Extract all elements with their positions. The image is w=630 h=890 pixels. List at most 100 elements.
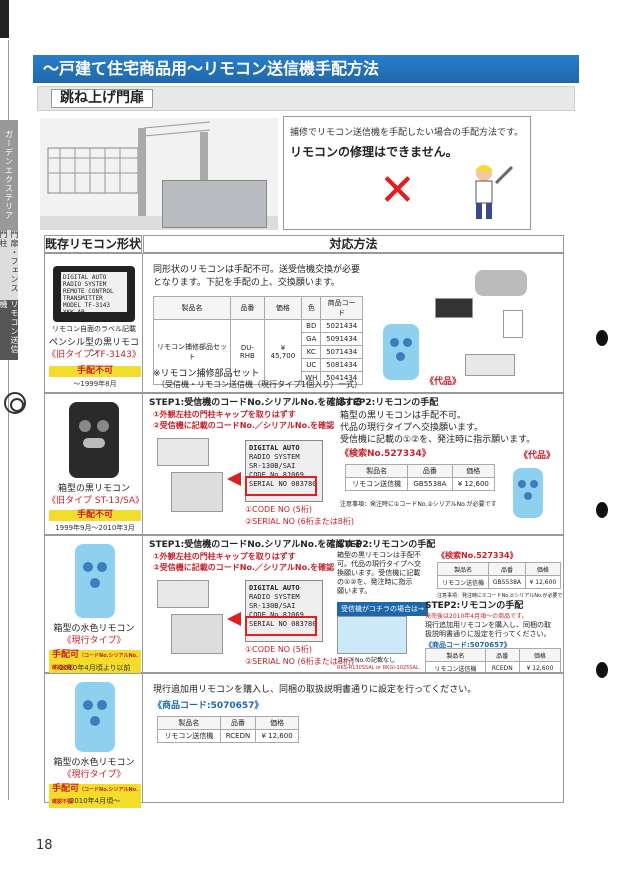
highlight-box: [245, 616, 317, 636]
step2-text: 可。代品の現行タイプへ交: [337, 560, 421, 568]
pencil-remote-image: DIGITAL AUTO RADIO SYSTEM REMOTE CONTROL…: [53, 266, 135, 322]
note: 注意事項：発注時に①コードNo.②シリアルNo.が必要です: [340, 501, 497, 508]
label-caption: リモコン自面のラベル記載: [52, 325, 136, 333]
remote-name: 箱型の黒リモコン: [57, 484, 130, 494]
remote-cell: DIGITAL AUTO RADIO SYSTEM REMOTE CONTROL…: [45, 254, 143, 392]
column-header-remote: 既存リモコン形状: [44, 235, 142, 253]
sheet-image: [503, 310, 523, 338]
cover-plate-image: [465, 354, 515, 376]
page-number: 18: [36, 838, 53, 853]
remote-name: ペンシル型の黒リモコン: [48, 338, 139, 359]
description: となります。下記を手配の上、交換願います。: [153, 278, 340, 288]
note: ※リモコン捕修部品セット: [153, 369, 260, 379]
side-tab-gate[interactable]: 門扉・フェンス門柱: [0, 230, 19, 300]
section-title: 跳ね上げ門扉: [51, 89, 153, 108]
old-receiver-image: [337, 616, 407, 654]
serial-no-label: ②SERIAL NO (6桁または8桁): [245, 517, 354, 526]
current-remote-image: [513, 468, 543, 518]
step2-text: 箱型の黒リモコンは手配不可。: [340, 411, 467, 421]
period: 2010年4月頃～: [69, 797, 121, 805]
remote-name: 箱型の水色リモコン: [53, 624, 135, 634]
remote-name: 箱型の水色リモコン: [53, 758, 135, 768]
search-number: 《検索No.527334》: [437, 551, 518, 560]
step2b-text: 扱説明書通りに設定を行ってください。: [425, 630, 551, 638]
remote-type: 《現行タイプ》: [62, 770, 126, 780]
side-tab-garden[interactable]: ガーデンエクステリア: [0, 120, 18, 230]
remote-label: DIGITAL AUTO RADIO SYSTEM REMOTE CONTROL…: [61, 272, 127, 316]
remote-cell: 箱型の水色リモコン 《現行タイプ》 手配可（コードNo.シリアルNo.確認不要）…: [45, 674, 143, 808]
note: （受信機・リモコン送信機（現行タイプ1個入り）一式）: [157, 380, 363, 389]
old-remote-image: [475, 270, 527, 296]
arrow-icon: [227, 612, 241, 626]
description: 同形状のリモコンは手配不可。送受信機交換が必要: [153, 265, 361, 275]
worker-icon: [475, 165, 514, 219]
blue-box-remote-image: [75, 544, 115, 618]
receiver-sticker: DIGITAL AUTO RADIO SYSTEM SR-130B/SAI CO…: [245, 580, 323, 642]
receiver-sticker: DIGITAL AUTO RADIO SYSTEM SR-130B/SAI CO…: [245, 440, 323, 502]
substitute-label: 《代品》: [519, 451, 556, 461]
description: 現行追加用リモコンを購入し、同梱の取扱説明書通りに設定を行ってください。: [153, 685, 477, 695]
section-bar: 跳ね上げ門扉: [37, 86, 575, 111]
step2-text: 受信機に記載の①②を、発注時に指示願います。: [340, 435, 536, 445]
car-photo: [162, 180, 267, 228]
step1-title: STEP1:受信機のコードNo.シリアルNo.を確認する: [149, 398, 363, 408]
code-no-label: ①CODE NO (5桁): [245, 645, 312, 654]
page-title: ～戸建て住宅商品用～リモコン送信機手配方法: [33, 55, 579, 83]
binder-hole: [596, 330, 608, 346]
step2-text: 換願います。受信機に記載: [337, 569, 421, 577]
notice-badge: 受信機がコチラの場合は→: [337, 602, 428, 616]
product-code-label: 《商品コード:5070657》: [153, 701, 264, 711]
status-badge: 手配不可: [49, 510, 141, 521]
status-badge: 手配可（コードNo.シリアルNo.確認不要）: [49, 784, 141, 808]
remote-type: 《旧タイプ TF-3143》: [47, 350, 141, 360]
intro-box: 捕修でリモコン送信機を手配したい場合の手配方法です。 リモコンの修理はできません…: [283, 116, 531, 230]
receiver-illustration: [157, 580, 209, 608]
intro-warning: リモコンの修理はできません。: [290, 145, 458, 159]
status-badge: 手配不可: [49, 366, 141, 377]
step2-title: STEP2:リモコンの手配: [340, 398, 439, 408]
row-blue-remote-old: 箱型の水色リモコン 《現行タイプ》 手配可（コードNo.シリアルNo.確認必要）…: [44, 535, 564, 675]
margin-line: [8, 40, 9, 800]
row-pencil-remote: DIGITAL AUTO RADIO SYSTEM REMOTE CONTROL…: [44, 253, 564, 393]
step2b-text: 発売後は2010年4月頃～の商品です。: [425, 613, 528, 620]
current-remote-image: [383, 324, 419, 380]
blue-box-remote-image: [75, 682, 115, 752]
step2b-title: STEP2:リモコンの手配: [425, 601, 524, 611]
code-no-label: ①CODE NO (5桁): [245, 505, 312, 514]
remote-cell: 箱型の水色リモコン 《現行タイプ》 手配可（コードNo.シリアルNo.確認必要）…: [45, 536, 143, 674]
period: 1999年9月～2010年3月: [55, 524, 135, 532]
step1-title: STEP1:受信機のコードNo.シリアルNo.を確認する: [149, 540, 363, 550]
period: 2010年4月頃より以前: [59, 664, 131, 672]
step1-instruction: ②受信機に記載のコードNo.／シリアルNo.を確認: [153, 421, 335, 430]
notice-caption: コードNo.の記載なし: [337, 657, 395, 664]
step1-instruction: ②受信機に記載のコードNo.／シリアルNo.を確認: [153, 563, 335, 572]
column-header-method: 対応方法: [143, 235, 564, 253]
post-illustration: [171, 614, 223, 654]
corner-mark: [0, 0, 9, 38]
x-icon: ✕: [379, 165, 416, 216]
row-blue-remote-current: 箱型の水色リモコン 《現行タイプ》 手配可（コードNo.シリアルNo.確認不要）…: [44, 673, 564, 808]
substitute-label: 《代品》: [425, 377, 462, 387]
remote-type: 《現行タイプ》: [62, 636, 126, 646]
highlight-box: [245, 476, 317, 496]
serial-no-label: ②SERIAL NO (6桁または8桁): [245, 657, 354, 666]
step1-instruction: ①外観左柱の門柱キャップを取りはずす: [153, 410, 296, 419]
binder-hole: [596, 662, 608, 678]
period: ～1999年8月: [73, 380, 117, 388]
side-tab-remote[interactable]: リモコン送信機: [0, 300, 19, 360]
step2b-text: 現行追加用リモコンを購入し、同梱の取: [425, 621, 551, 629]
parts-table: 製品名品番 価格色 商品コード リモコン捕修部品セット DU-RHB ¥ 45,…: [153, 296, 363, 385]
step2-text: 箱型の黒リモコンは手配不: [337, 551, 421, 559]
search-number: 《検索No.527334》: [340, 449, 431, 459]
intro-text: 捕修でリモコン送信機を手配したい場合の手配方法です。: [290, 128, 524, 138]
step2-title: STEP2:リモコンの手配: [337, 540, 436, 550]
product-code-label: 《商品コード:5070657》: [425, 641, 511, 649]
note: 注意事項：発注時に①コードNo.②シリアルNo.が必要です: [437, 593, 563, 608]
binder-hole: [596, 502, 608, 518]
step2-text: の①②を、発注時に指示: [337, 578, 413, 586]
receiver-image: [435, 298, 473, 318]
